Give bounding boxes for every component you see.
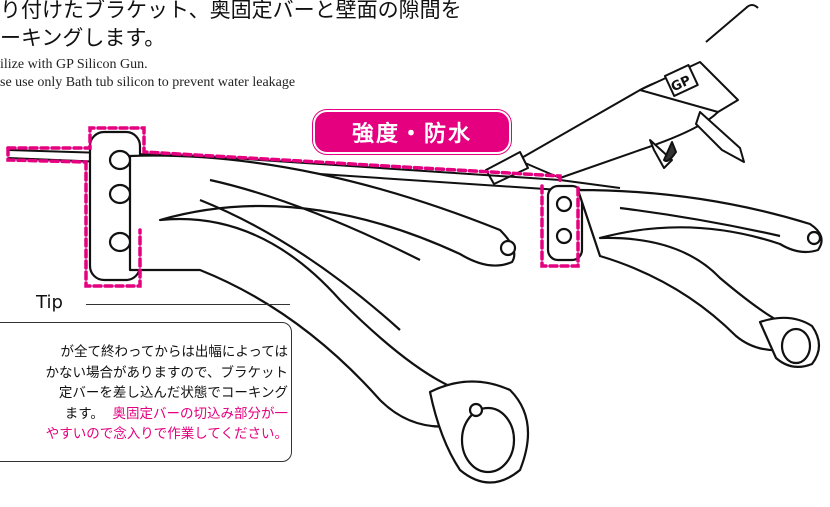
right-bracket <box>546 184 823 369</box>
tip-box <box>0 322 292 462</box>
silicon-gun-illustration <box>485 4 759 185</box>
tip-text: が全て終わってからは出幅によっては かない場合がありますので、ブラケット 定バー… <box>0 342 288 445</box>
english-instruction-1: ilize with GP Silicon Gun. <box>0 57 148 72</box>
tip-title: Tip <box>30 292 86 314</box>
tip-divider <box>80 304 290 305</box>
tip-line-3: 定バーを差し込んだ状態でコーキング <box>58 385 288 401</box>
left-bracket <box>88 130 530 484</box>
tip-line-4: ます。 奥固定バーの切込み部分が一 <box>0 404 288 425</box>
caulking-highlight <box>6 126 580 288</box>
heading-line-1: り付けたブラケット、奥固定バーと壁面の隙間を <box>0 0 462 22</box>
tip-line-5: やすいので念入りで作業してください。 <box>45 426 288 442</box>
heading-line-2: ーキングします。 <box>0 26 166 50</box>
tip-line-2: かない場合がありますので、ブラケット <box>45 364 288 381</box>
strength-waterproof-badge: 強度・防水 <box>313 110 511 154</box>
tip-line-1: が全て終わってからは出幅によっては <box>60 344 288 360</box>
tip-line-4-highlight: 奥固定バーの切込み部分が一 <box>112 405 289 422</box>
english-instruction-2: se use only Bath tub silicon to prevent … <box>0 75 296 90</box>
tip-line-4-black: ます。 <box>64 405 104 422</box>
